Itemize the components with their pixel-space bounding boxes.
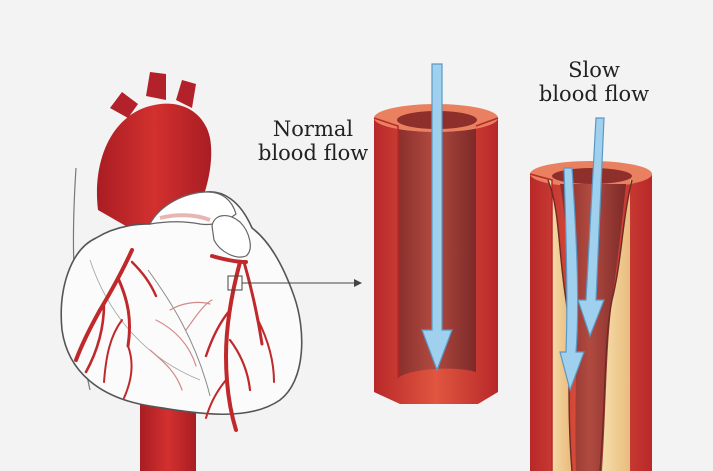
- slow-flow-arrow-1: [577, 117, 605, 338]
- heart-groove: [147, 269, 211, 397]
- heart: [60, 72, 362, 471]
- left-atrial-appendage: [211, 215, 251, 258]
- normal-label-line-1: Normal: [272, 117, 354, 141]
- left-coronary-artery: [204, 254, 275, 432]
- pulmonary-trunk-faint: [159, 213, 211, 222]
- aortic-branch-2: [146, 72, 166, 100]
- plaque-edge-right: [599, 179, 633, 471]
- normal-artery-cut-edge-right: [475, 117, 499, 127]
- zoom-pointer-arrowhead: [354, 279, 362, 287]
- heart-body: [60, 190, 303, 416]
- slow-label-line-1: Slow: [568, 58, 620, 82]
- slow-flow-arrow-2: [559, 167, 585, 392]
- plaque-right: [600, 180, 632, 471]
- heart-groove-2: [89, 259, 201, 381]
- normal-artery: [373, 63, 499, 404]
- slow-label-line-2: blood flow: [538, 82, 650, 106]
- plaque-edge-left: [547, 179, 573, 471]
- coronary-branches-faint: [149, 299, 213, 391]
- narrowed-artery-cut-edge: [529, 173, 553, 471]
- normal-flow-arrow: [421, 63, 453, 372]
- narrowed-artery: [529, 117, 652, 471]
- slow-blood-flow-label: Slow blood flow: [532, 58, 656, 106]
- descending-aorta: [140, 395, 196, 471]
- aortic-branch-1: [110, 92, 138, 118]
- normal-label-line-2: blood flow: [258, 141, 369, 165]
- plaque-left: [548, 180, 572, 471]
- aortic-branch-3: [176, 80, 196, 108]
- normal-blood-flow-label: Normal blood flow: [258, 117, 368, 165]
- right-coronary-artery: [74, 248, 158, 399]
- normal-artery-cut-edge: [373, 117, 399, 378]
